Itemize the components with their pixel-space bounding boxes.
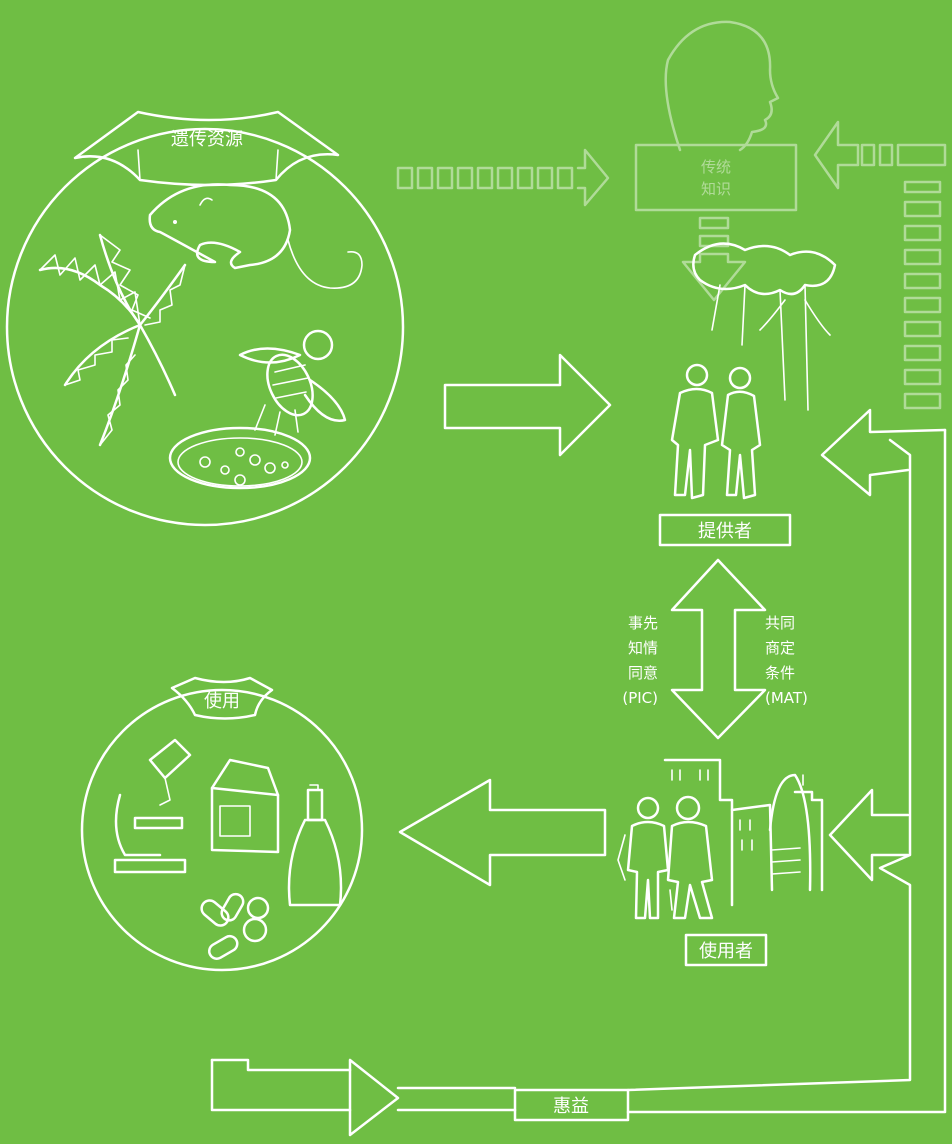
arrow-resources-to-provider xyxy=(443,353,612,457)
user-group: 使用者 xyxy=(617,758,824,967)
provider-label: 提供者 xyxy=(698,521,752,542)
benefit-loop-right-inner xyxy=(626,438,912,1092)
benefit-loop-left-upper xyxy=(210,1058,352,1072)
benefits-label-box xyxy=(513,1088,630,1122)
traditional-knowledge-box xyxy=(634,143,798,212)
provider-label-box xyxy=(658,513,792,547)
utilization-circle xyxy=(80,688,364,972)
pic-line1: 事先 xyxy=(628,614,658,632)
human-head-icon xyxy=(664,20,780,152)
traditional-knowledge-line2: 知识 xyxy=(701,180,731,198)
benefits-label: 惠益 xyxy=(553,1096,589,1117)
bee-icon xyxy=(238,329,347,436)
mat-line3: 条件 xyxy=(765,664,795,682)
microscope-icon xyxy=(113,738,192,874)
businessman2-icon xyxy=(666,795,714,920)
genetic-resources-title: 遗传资源 xyxy=(171,129,243,150)
rat-icon xyxy=(148,183,363,289)
benefit-arrow-head xyxy=(348,1058,400,1137)
arrow-benefit-to-provider xyxy=(820,408,947,497)
mat-label-group: 共同 商定 条件 (MAT) xyxy=(765,614,808,707)
leaf-plant-icon xyxy=(38,233,187,447)
traditional-knowledge-group: 传统 知识 xyxy=(634,20,798,302)
traditional-knowledge-line1: 传统 xyxy=(701,158,731,176)
pic-mat-double-arrow xyxy=(670,558,767,740)
benefit-loop-right-outer xyxy=(626,428,947,1114)
benefit-loop-left-lower xyxy=(210,1058,352,1112)
arrow-user-to-utilization xyxy=(398,778,607,887)
pic-line3: 同意 xyxy=(628,664,658,682)
spray-bottle-icon xyxy=(287,784,343,907)
genetic-resources-circle xyxy=(5,127,405,527)
petri-dish-icon xyxy=(168,426,312,490)
mat-line1: 共同 xyxy=(765,614,795,632)
mat-line2: 商定 xyxy=(765,639,795,657)
businessman1-icon xyxy=(617,796,670,920)
trees-icon xyxy=(692,242,837,411)
man-figure-icon xyxy=(670,363,720,500)
user-label: 使用者 xyxy=(699,941,753,962)
user-label-box xyxy=(684,933,768,967)
pic-line2: 知情 xyxy=(628,639,658,657)
pic-line4: (PIC) xyxy=(622,689,658,707)
woman-figure-icon xyxy=(720,366,762,500)
utilization-banner xyxy=(170,676,274,720)
benefits-loop: 惠益 xyxy=(210,428,947,1137)
dashed-arrow-right-into-knowledge xyxy=(813,120,947,410)
utilization-group: 使用 xyxy=(80,676,364,972)
milk-carton-icon xyxy=(210,758,280,854)
pills-icon xyxy=(200,892,270,960)
city-buildings-icon xyxy=(663,758,824,907)
banner-fold-lines xyxy=(137,149,279,181)
provider-group: 提供者 xyxy=(658,242,837,547)
arrow-benefit-to-user xyxy=(828,788,910,882)
dashed-arrow-to-knowledge xyxy=(396,148,610,207)
mat-line4: (MAT) xyxy=(765,689,808,707)
utilization-title: 使用 xyxy=(204,691,240,712)
benefit-loop-mid xyxy=(396,1086,517,1112)
genetic-resources-group: 遗传资源 xyxy=(5,110,405,527)
pic-label-group: 事先 知情 同意 (PIC) xyxy=(622,614,658,707)
knowledge-down-arrow xyxy=(681,252,747,302)
